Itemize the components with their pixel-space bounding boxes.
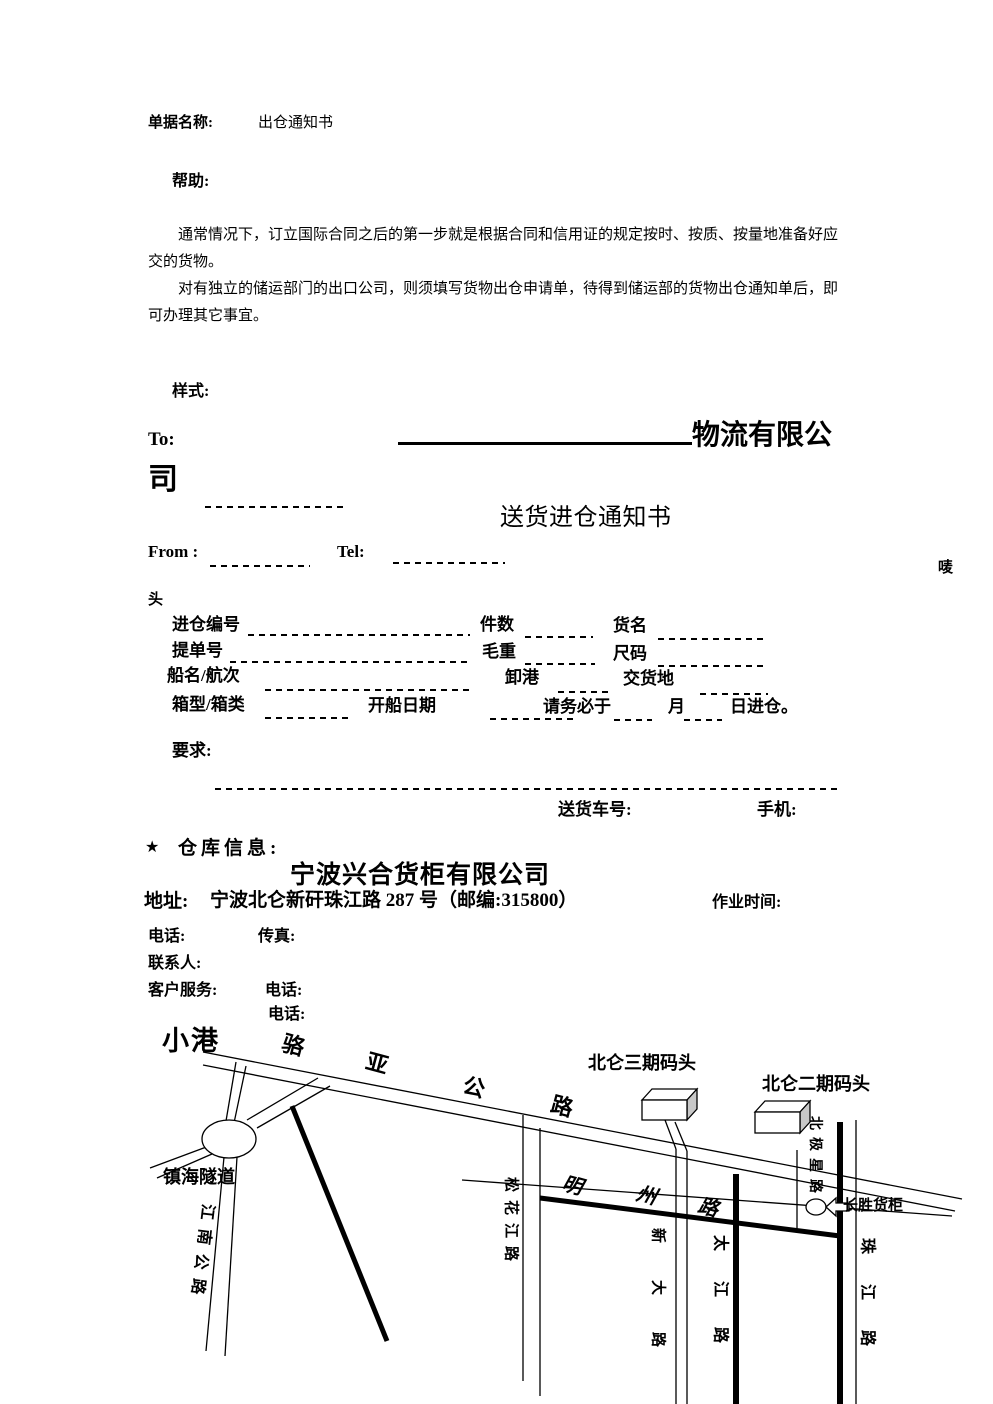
help-paragraph2-line1: 对有独立的储运部门的出口公司，则须填写货物出仓申请单，待得到储运部的货物出仓通知… xyxy=(178,281,839,297)
warehouse-company-name: 宁波兴合货柜有限公司 xyxy=(290,861,551,889)
piece-count-blank xyxy=(525,636,593,638)
day-enter-label: 日进仓。 xyxy=(730,697,798,716)
phone2-label: 电话: xyxy=(268,1006,306,1023)
mobile-label: 手机: xyxy=(757,800,797,819)
vehicle-no-label: 送货车号: xyxy=(558,800,632,819)
field-piece-count: 件数 xyxy=(480,615,514,634)
gross-weight-blank xyxy=(525,663,595,665)
help-paragraph1-line2: 交的货物。 xyxy=(148,254,224,270)
map-label-dock2: 北仑二期码头 xyxy=(762,1074,870,1094)
from-blank xyxy=(210,565,310,567)
mark-char-2: 头 xyxy=(148,592,164,608)
to-company-dash-blank xyxy=(205,506,345,508)
month-label: 月 xyxy=(668,697,685,716)
notice-title: 送货进仓通知书 xyxy=(500,505,672,531)
month-blank xyxy=(614,719,652,721)
doc-name-label: 单据名称: xyxy=(148,115,213,131)
field-dimensions: 尺码 xyxy=(613,644,647,663)
field-delivery-place: 交货地 xyxy=(623,669,674,688)
map-label-dock3: 北仑三期码头 xyxy=(588,1053,696,1073)
sample-label: 样式: xyxy=(172,383,210,400)
mingzhou-thick-road xyxy=(539,1195,841,1239)
worktime-label: 作业时间: xyxy=(712,894,782,911)
help-paragraph2-line2: 可办理其它事宜。 xyxy=(148,308,269,324)
field-vessel-voyage: 船名/航次 xyxy=(167,666,240,685)
map-label-changsheng: 长胜货柜 xyxy=(843,1198,904,1214)
changsheng-marker-circle xyxy=(805,1198,827,1216)
highway-line-lower xyxy=(202,1064,956,1212)
field-departure-date: 开船日期 xyxy=(368,696,436,715)
vessel-voyage-blank xyxy=(265,689,470,691)
from-label: From : xyxy=(148,542,199,561)
help-label: 帮助: xyxy=(172,173,210,190)
changsheng-arrow-icon xyxy=(825,1196,850,1218)
require-blank xyxy=(215,788,840,790)
address-label: 地址: xyxy=(144,891,189,912)
customer-service-label: 客户服务: xyxy=(148,982,218,999)
container-type-blank xyxy=(265,717,350,719)
dock3-building xyxy=(640,1087,699,1122)
dimensions-blank xyxy=(658,665,763,667)
roundabout xyxy=(201,1119,257,1159)
field-container-type: 箱型/箱类 xyxy=(172,695,245,714)
to-company-suffix-line2: 司 xyxy=(148,463,178,496)
map-label-taijiang-road: 太江路 xyxy=(711,1235,729,1374)
mark-char-1: 唛 xyxy=(938,560,954,576)
require-label: 要求: xyxy=(172,741,212,760)
thick-diagonal-road xyxy=(289,1105,390,1342)
tel-blank xyxy=(393,562,505,564)
map-label-xiaogang: 小港 xyxy=(162,1026,220,1056)
contact-person-label: 联系人: xyxy=(148,955,202,972)
field-discharge-port: 卸港 xyxy=(505,668,539,687)
delivery-place-blank xyxy=(700,693,768,695)
field-gross-weight: 毛重 xyxy=(482,642,516,661)
mingzhou-road-line xyxy=(461,1179,953,1217)
field-please-enter-by: 请务必于 xyxy=(543,697,611,716)
field-warehouse-entry-no: 进仓编号 xyxy=(172,615,240,634)
to-company-suffix-line1: 物流有限公 xyxy=(692,419,833,450)
phone-label: 电话: xyxy=(148,928,186,945)
to-label: To: xyxy=(148,429,175,450)
to-blank-underline xyxy=(398,442,692,445)
customer-service-phone-label: 电话: xyxy=(265,982,303,999)
map-label-songhua-road: 松花江路 xyxy=(502,1177,519,1270)
doc-name-value: 出仓通知书 xyxy=(258,115,334,131)
star-icon: ★ xyxy=(145,839,160,856)
warehouse-entry-no-blank xyxy=(248,634,470,636)
tel-label: Tel: xyxy=(337,542,365,561)
map-label-tunnel: 镇海隧道 xyxy=(163,1167,235,1187)
address-value: 宁波北仑新矸珠江路 287 号（邮编:315800） xyxy=(210,890,578,911)
map-label-zhujiang-road: 珠江路 xyxy=(858,1238,876,1377)
fax-label: 传真: xyxy=(258,928,296,945)
departure-date-blank xyxy=(490,718,578,720)
help-paragraph1-line1: 通常情况下，订立国际合同之后的第一步就是根据合同和信用证的规定按时、按质、按量地… xyxy=(178,227,839,243)
day-blank xyxy=(684,719,722,721)
warehouse-section-label: 仓库信息: xyxy=(178,838,281,859)
jiangnan-road-line xyxy=(205,1156,225,1352)
field-goods-name: 货名 xyxy=(613,616,647,635)
discharge-port-blank xyxy=(558,691,613,693)
map-label-xinda-road: 新大路 xyxy=(649,1228,666,1385)
goods-name-blank xyxy=(658,638,765,640)
highway-line-upper xyxy=(202,1051,963,1200)
map-label-polaris-road: 北极星路 xyxy=(807,1116,823,1200)
dock2-building xyxy=(753,1099,812,1135)
bill-of-lading-blank xyxy=(230,661,468,663)
field-bill-of-lading-no: 提单号 xyxy=(172,641,223,660)
